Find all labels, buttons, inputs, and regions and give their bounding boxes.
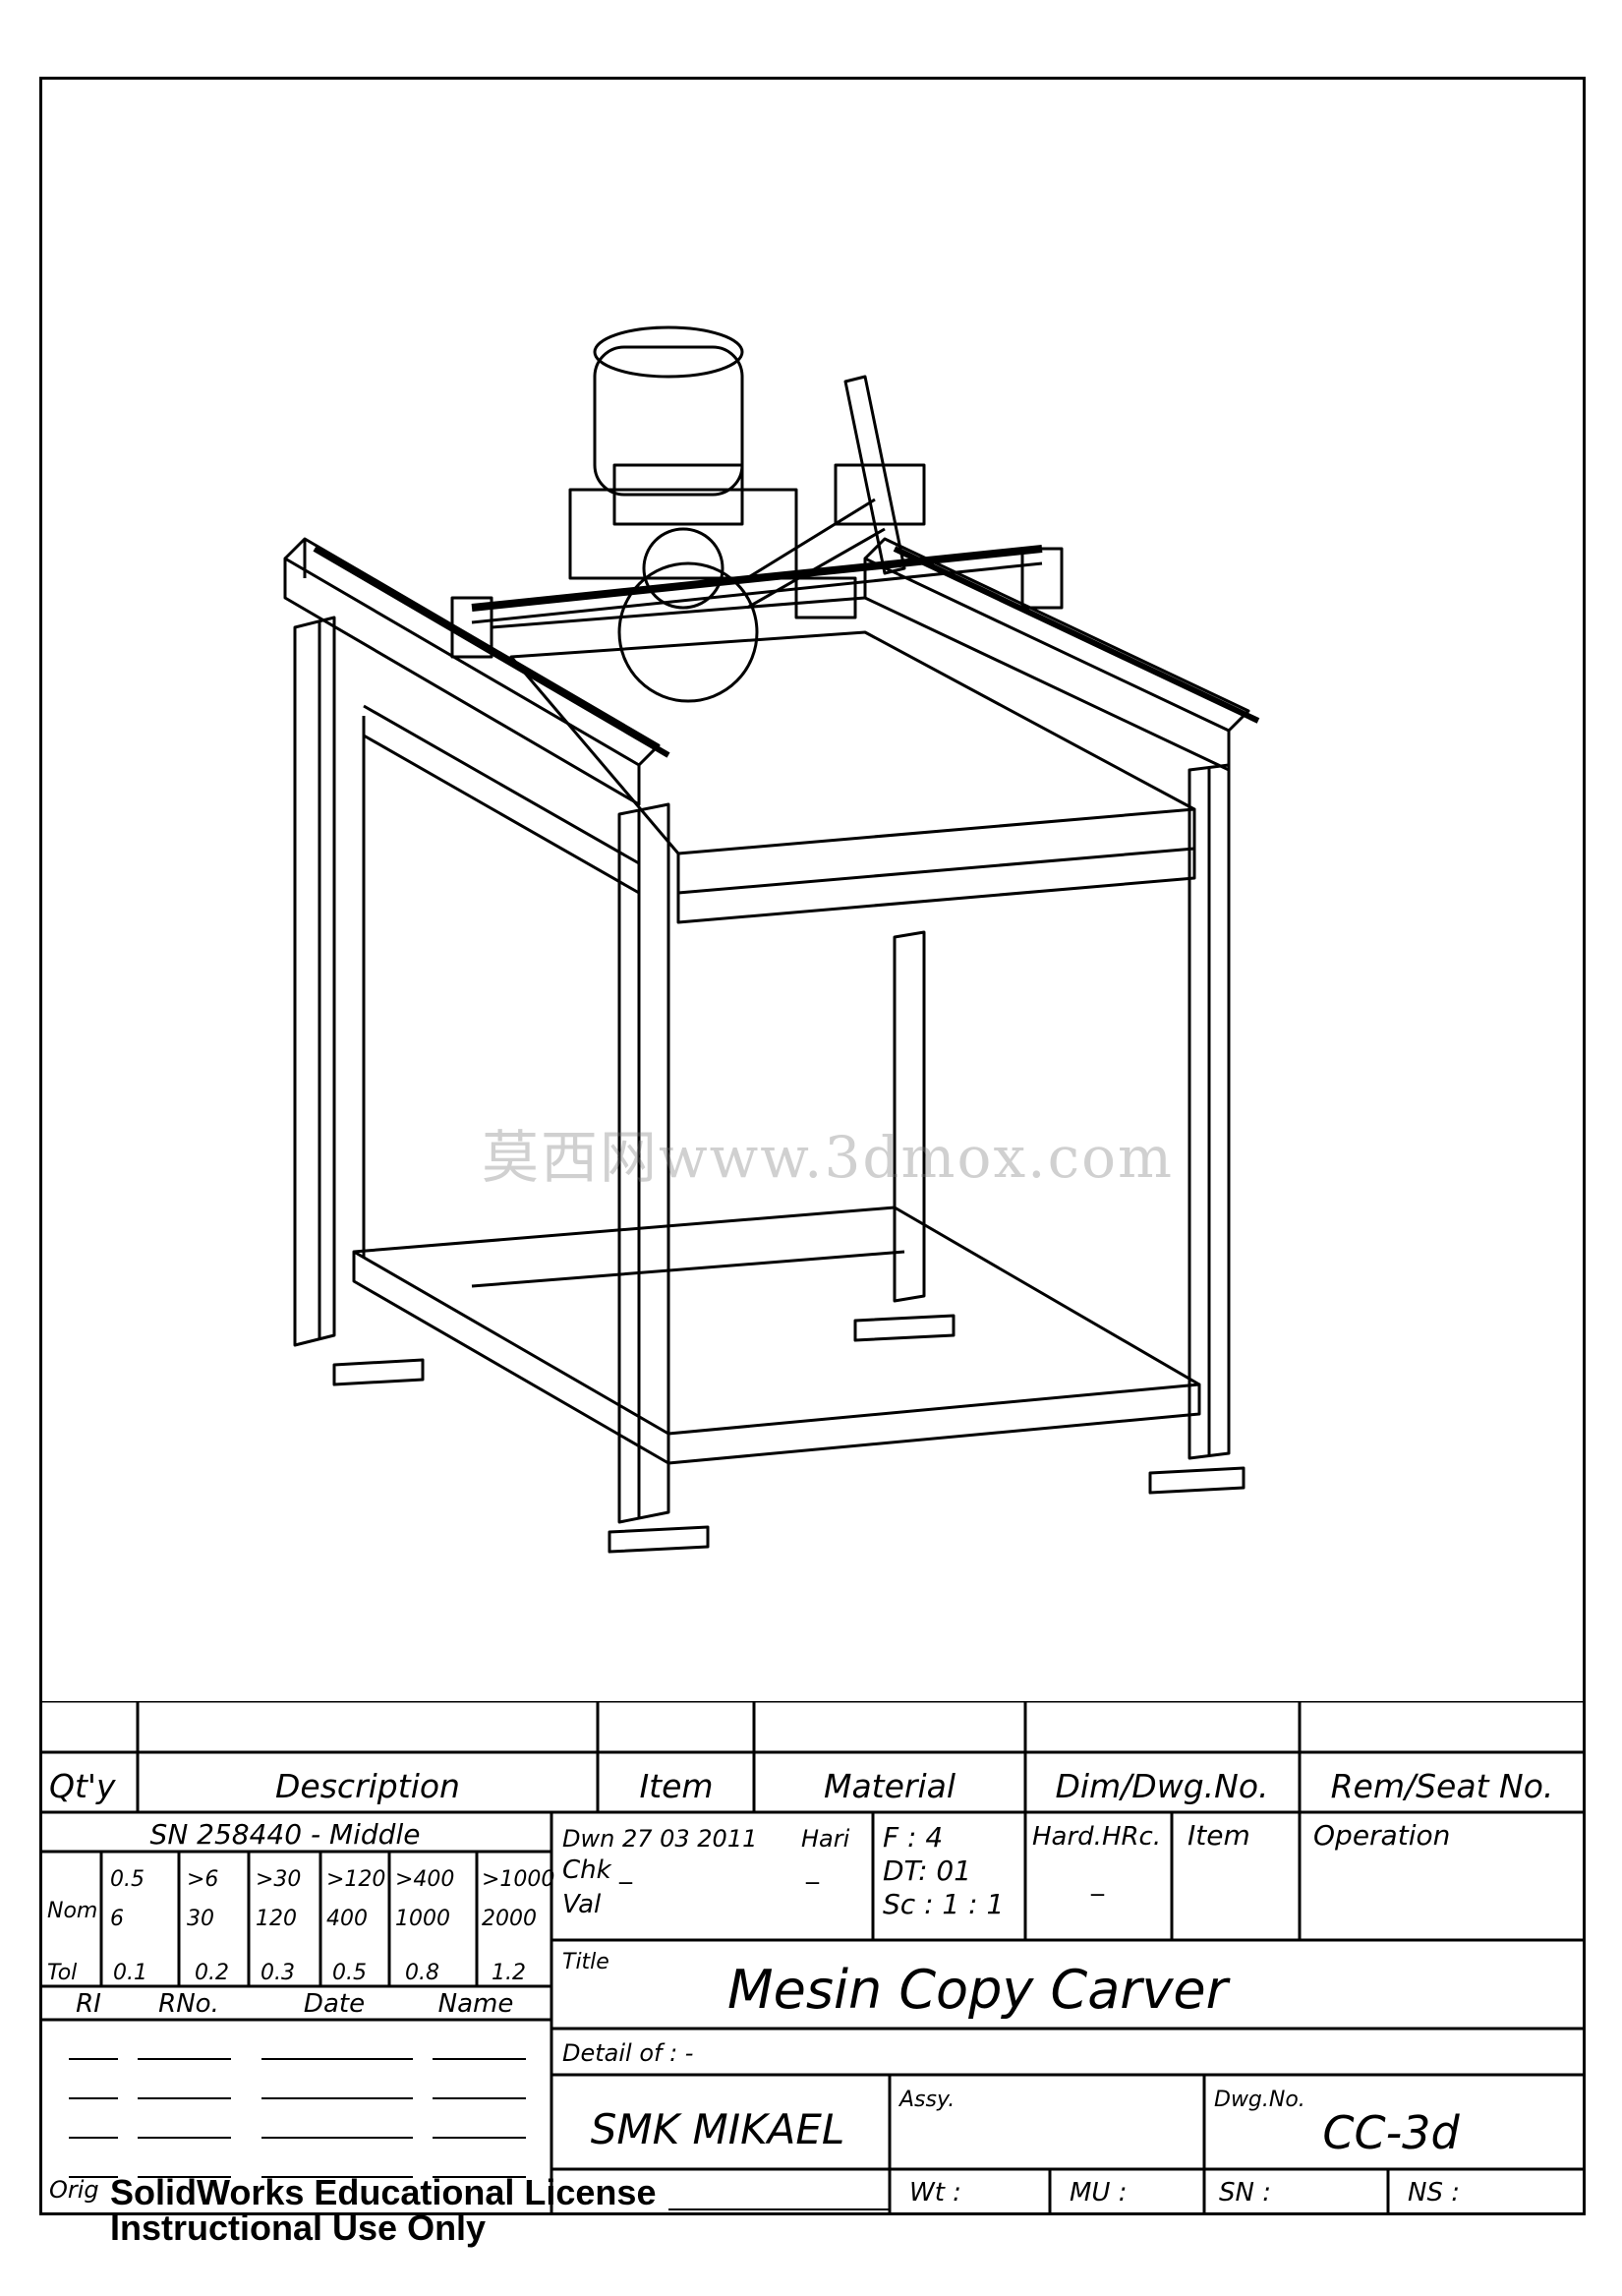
range-bottom: 2000 [482, 1907, 537, 1931]
operation-label: Operation [1313, 1819, 1450, 1852]
hardness-label: Hard.HRc. [1032, 1822, 1161, 1852]
drawn-by: Hari [801, 1825, 850, 1853]
nom-label: Nom [47, 1899, 97, 1923]
orig-label: Orig [49, 2176, 99, 2204]
revision-header-date: Date [304, 1989, 365, 2019]
tolerance-value: 0.2 [195, 1961, 229, 1985]
item-header: Item [639, 1767, 713, 1805]
tolerance-standard: SN 258440 - Middle [150, 1818, 421, 1851]
title-block: Qt'y Description Item Material Dim/Dwg.N… [39, 1701, 1586, 2215]
material-header: Material [824, 1767, 956, 1805]
rem-header: Rem/Seat No. [1331, 1767, 1554, 1805]
school-name: SMK MIKAEL [591, 2105, 845, 2153]
dwg-no-value: CC-3d [1322, 2106, 1460, 2159]
watermark-text: 莫西网www.3dmox.com [482, 1124, 1174, 1191]
range-top: 0.5 [110, 1867, 145, 1892]
license-line-1: SolidWorks Educational License [110, 2172, 657, 2212]
wt-label: Wt : [909, 2178, 961, 2208]
drawing-sheet-border [39, 77, 1586, 2215]
tolerance-value: 0.5 [332, 1961, 367, 1985]
range-top: >30 [256, 1867, 301, 1892]
range-top: >120 [326, 1867, 385, 1892]
dwg-no-label: Dwg.No. [1214, 2088, 1305, 2112]
educational-license-notice: SolidWorks Educational License Instructi… [110, 2175, 656, 2246]
range-top: >1000 [482, 1867, 554, 1892]
item-label: Item [1188, 1819, 1250, 1852]
range-bottom: 30 [187, 1907, 214, 1931]
revision-header-name: Name [438, 1989, 514, 2019]
ns-label: NS : [1408, 2178, 1460, 2208]
revision-header-rno: RNo. [158, 1989, 219, 2019]
hardness-value: _ [1090, 1867, 1105, 1897]
detail-of: Detail of : - [562, 2039, 693, 2067]
title-label: Title [562, 1950, 609, 1974]
assy-label: Assy. [898, 2088, 955, 2112]
tolerance-value: 0.1 [113, 1961, 147, 1985]
range-bottom: 1000 [395, 1907, 450, 1931]
tolerance-value: 0.8 [405, 1961, 439, 1985]
dwn-date: Dwn 27 03 2011 [562, 1825, 757, 1853]
range-top: >400 [395, 1867, 454, 1892]
range-bottom: 120 [256, 1907, 297, 1931]
range-top: >6 [187, 1867, 218, 1892]
dim-header: Dim/Dwg.No. [1055, 1767, 1268, 1805]
mu-label: MU : [1070, 2178, 1128, 2208]
sn-label: SN : [1219, 2178, 1271, 2208]
license-line-2: Instructional Use Only [110, 2208, 487, 2248]
val-label: Val [562, 1890, 602, 1919]
qty-header: Qt'y [49, 1767, 116, 1805]
range-bottom: 400 [326, 1907, 368, 1931]
tolerance-value: 0.3 [261, 1961, 295, 1985]
tolerance-value: 1.2 [492, 1961, 526, 1985]
format-dt: DT: 01 [883, 1854, 971, 1887]
tol-label: Tol [47, 1961, 77, 1985]
chk-label: Chk _ [562, 1855, 633, 1885]
chk-value: _ [805, 1855, 820, 1885]
revision-header-ri: RI [76, 1989, 101, 2019]
drawing-title: Mesin Copy Carver [727, 1959, 1231, 2021]
range-bottom: 6 [110, 1907, 124, 1931]
machine-isometric-drawing [283, 325, 1260, 1554]
description-header: Description [275, 1767, 460, 1805]
format-scale: Sc : 1 : 1 [883, 1888, 1004, 1920]
format-size: F : 4 [883, 1821, 943, 1854]
